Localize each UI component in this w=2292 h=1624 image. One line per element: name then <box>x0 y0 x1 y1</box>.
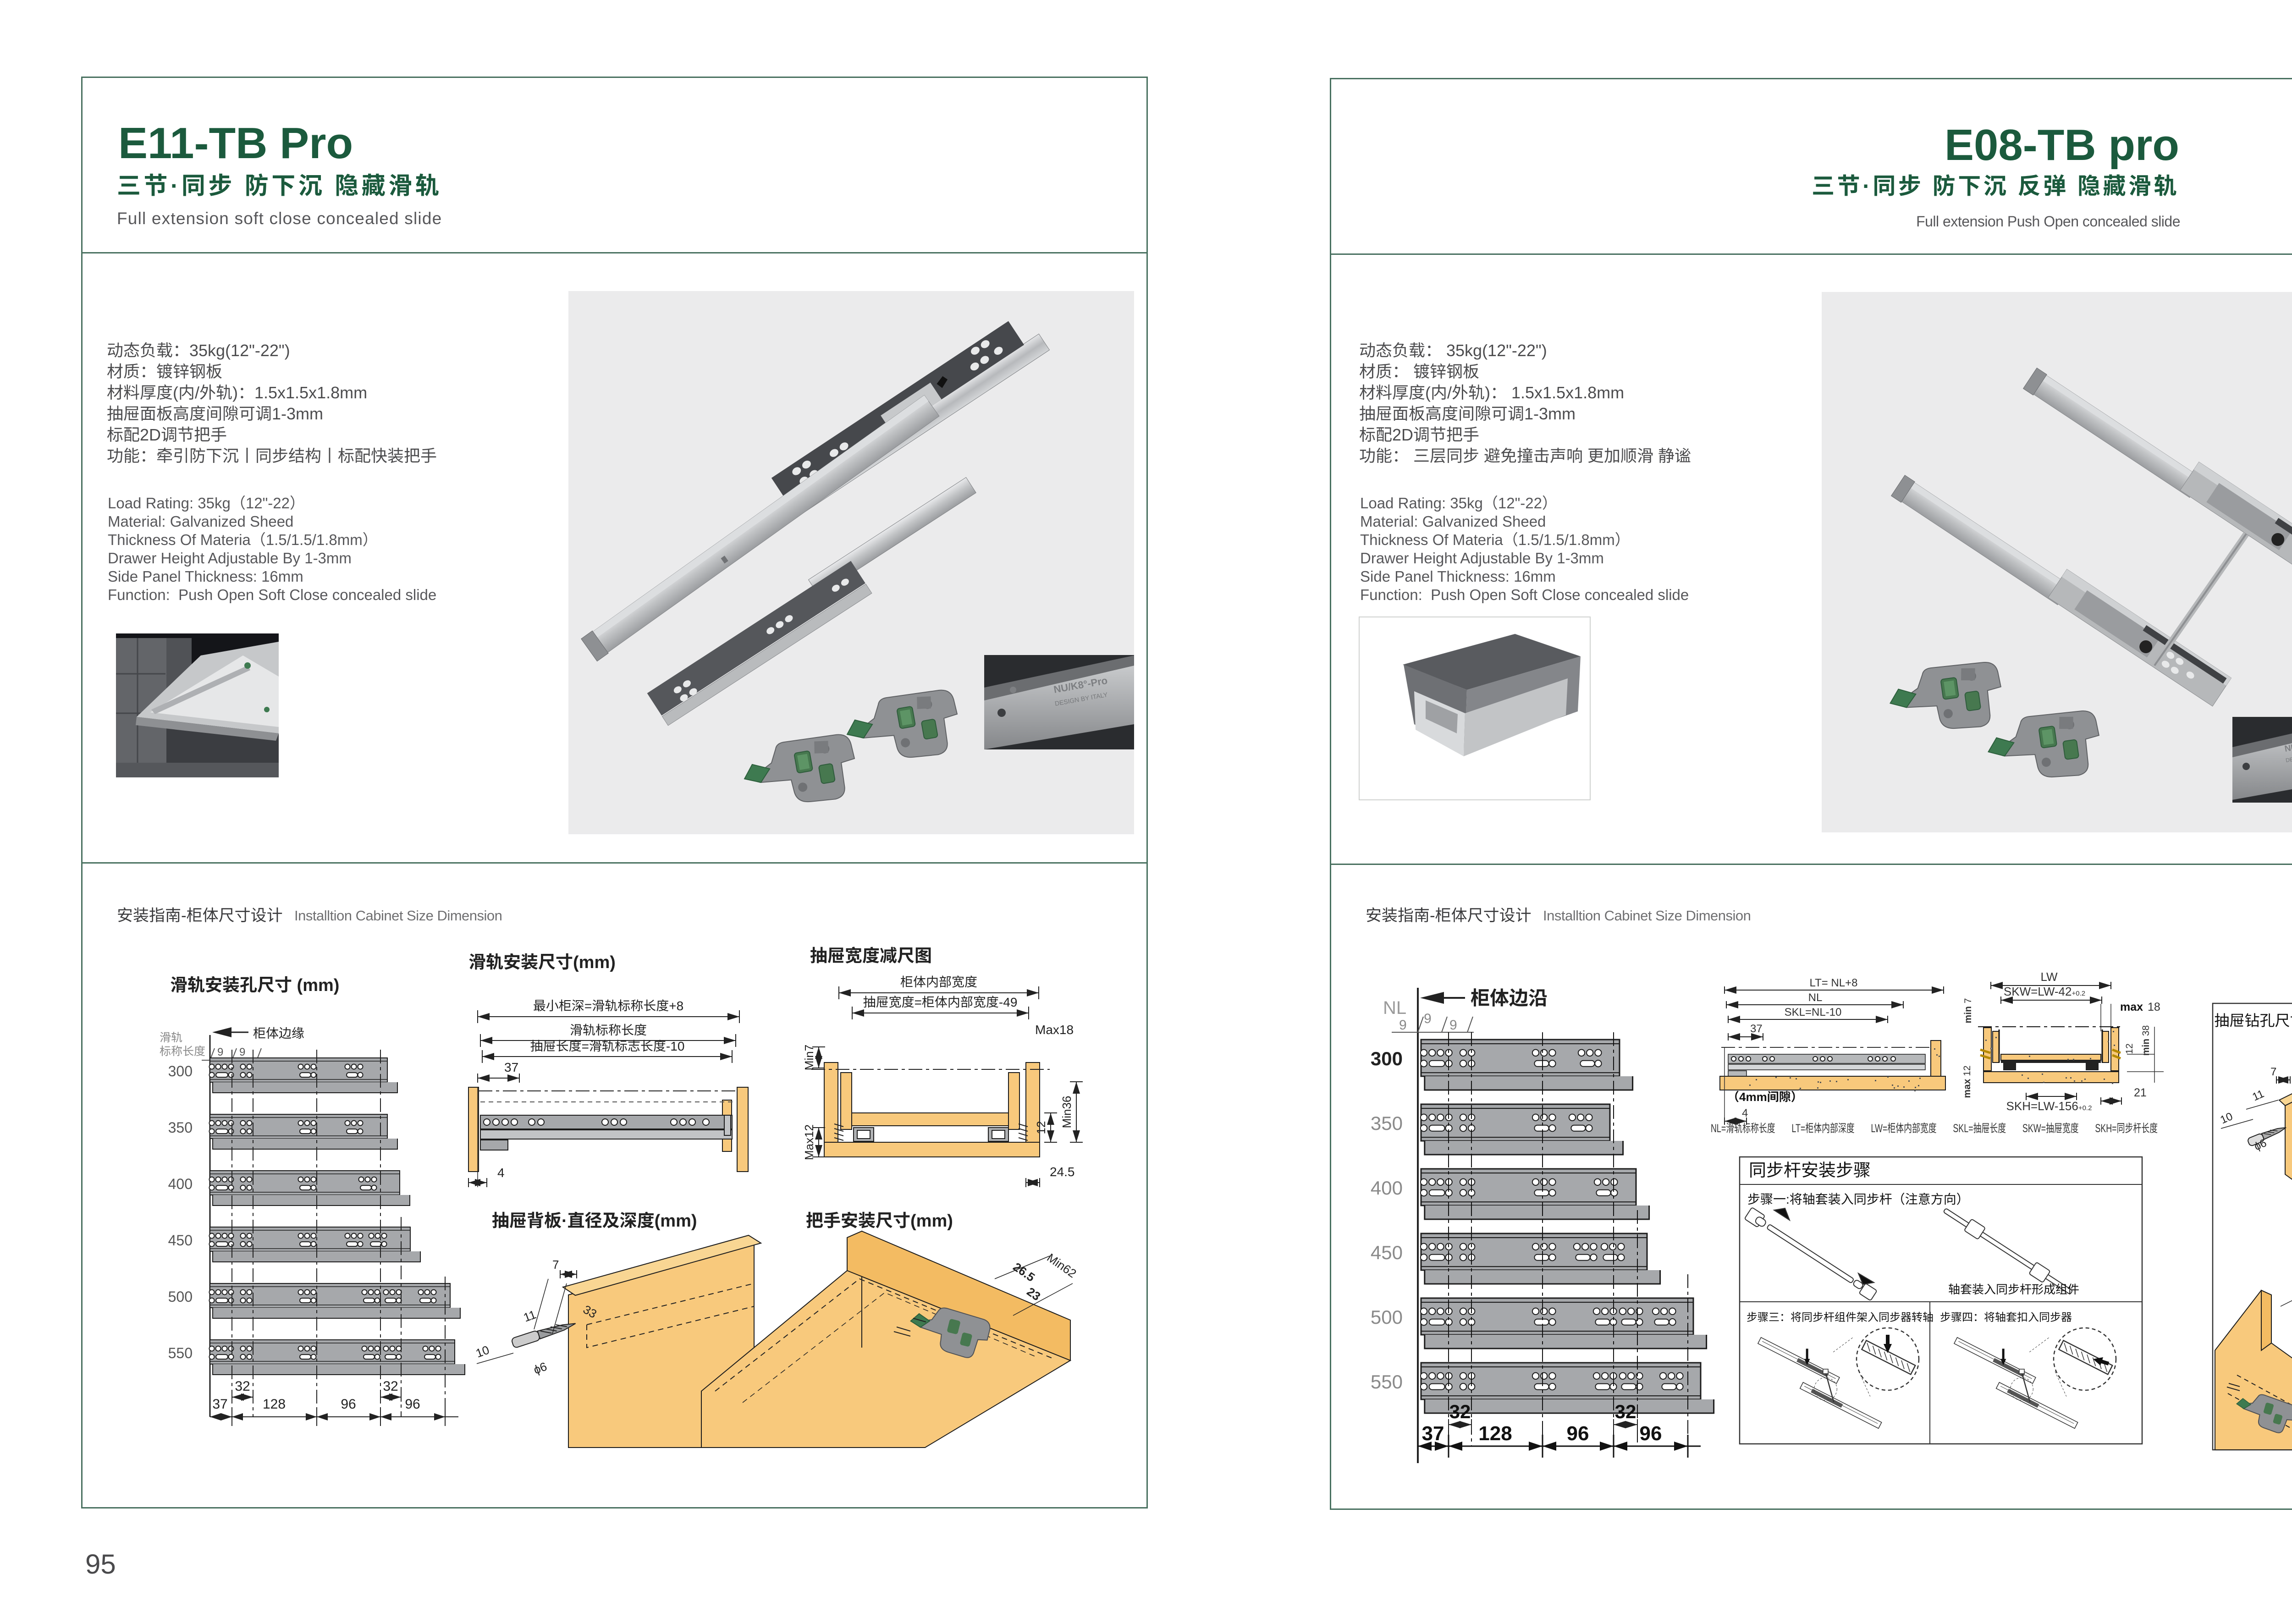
svg-text:抽屉宽度=柜体内部宽度-49: 抽屉宽度=柜体内部宽度-49 <box>863 995 1018 1009</box>
svg-text:32: 32 <box>383 1379 398 1394</box>
svg-text:NL: NL <box>1808 991 1823 1004</box>
svg-text:滑轨标称长度: 滑轨标称长度 <box>570 1023 647 1037</box>
svg-text:max: max <box>2120 1001 2143 1013</box>
svg-text:550: 550 <box>168 1345 193 1361</box>
svg-text:抽屉长度=滑轨标志长度-10: 抽屉长度=滑轨标志长度-10 <box>530 1039 685 1053</box>
svg-text:21: 21 <box>2134 1086 2147 1099</box>
svg-text:96: 96 <box>1567 1422 1589 1445</box>
svg-text:滑轨安装尺寸(mm): 滑轨安装尺寸(mm) <box>468 953 616 972</box>
svg-text:min 7: min 7 <box>1963 998 1973 1024</box>
svg-text:同步杆安装步骤: 同步杆安装步骤 <box>1749 1161 1871 1180</box>
svg-text:32: 32 <box>1615 1401 1636 1422</box>
svg-text:LT= NL+8: LT= NL+8 <box>1810 977 1858 989</box>
svg-text:SKL=NL-10: SKL=NL-10 <box>1785 1006 1842 1018</box>
svg-text:12: 12 <box>1034 1121 1048 1134</box>
svg-text:标称长度: 标称长度 <box>160 1045 205 1058</box>
svg-text:9: 9 <box>1399 1018 1407 1033</box>
svg-text:柜体内部宽度: 柜体内部宽度 <box>900 975 977 989</box>
svg-text:7: 7 <box>2270 1066 2276 1078</box>
svg-text:轴套装入同步杆形成组件: 轴套装入同步杆形成组件 <box>1948 1283 2079 1296</box>
svg-text:柜体边缘: 柜体边缘 <box>253 1026 304 1040</box>
svg-text:24.5: 24.5 <box>1050 1165 1075 1179</box>
svg-text:NL=滑轨标称长度 LT=柜体内部深度 LW=柜体内部宽: NL=滑轨标称长度 LT=柜体内部深度 LW=柜体内部宽度 SKL=抽屉长度 S… <box>1711 1122 2158 1135</box>
svg-text:SKH=LW-156+0.2: SKH=LW-156+0.2 <box>2006 1099 2092 1113</box>
svg-text:400: 400 <box>1371 1177 1403 1199</box>
svg-text:SKW=LW-42+0.2: SKW=LW-42+0.2 <box>2004 985 2085 998</box>
svg-text:96: 96 <box>341 1397 356 1412</box>
svg-text:350: 350 <box>1371 1112 1403 1134</box>
svg-text:11: 11 <box>522 1307 538 1324</box>
svg-text:37: 37 <box>1750 1023 1763 1035</box>
svg-text:10: 10 <box>474 1343 491 1360</box>
svg-text:37: 37 <box>212 1397 227 1412</box>
svg-text:128: 128 <box>1478 1422 1512 1445</box>
svg-text:9: 9 <box>1424 1011 1432 1026</box>
svg-text:柜体边沿: 柜体边沿 <box>1471 987 1548 1009</box>
svg-text:350: 350 <box>168 1119 193 1136</box>
svg-text:7: 7 <box>552 1258 559 1272</box>
svg-text:Min36: Min36 <box>1060 1096 1074 1129</box>
svg-text:550: 550 <box>1371 1371 1403 1393</box>
svg-text:抽屉钻孔尺寸（mm）: 抽屉钻孔尺寸（mm） <box>2215 1012 2292 1029</box>
svg-text:max 12: max 12 <box>1962 1065 1972 1098</box>
svg-text:LW: LW <box>2040 970 2058 984</box>
svg-text:96: 96 <box>1640 1422 1662 1445</box>
svg-text:滑轨安装孔尺寸 (mm): 滑轨安装孔尺寸 (mm) <box>170 976 339 995</box>
svg-text:400: 400 <box>168 1176 193 1192</box>
svg-text:450: 450 <box>1371 1242 1403 1263</box>
svg-text:37: 37 <box>504 1060 518 1074</box>
svg-text:18: 18 <box>2148 1001 2160 1013</box>
svg-text:32: 32 <box>1449 1401 1471 1422</box>
svg-text:Min62: Min62 <box>1045 1250 1079 1280</box>
svg-text:NL: NL <box>1383 998 1406 1018</box>
svg-text:步骤一:将轴套装入同步杆（注意方向）: 步骤一:将轴套装入同步杆（注意方向） <box>1747 1192 1969 1206</box>
svg-text:（4mm间隙）: （4mm间隙） <box>1727 1090 1803 1104</box>
svg-text:Min7: Min7 <box>802 1045 816 1070</box>
svg-text:12: 12 <box>2124 1043 2135 1054</box>
svg-text:9: 9 <box>1449 1018 1457 1033</box>
svg-text:把手安装尺寸(mm): 把手安装尺寸(mm) <box>806 1211 953 1231</box>
svg-text:9: 9 <box>239 1046 245 1058</box>
svg-text:300: 300 <box>168 1063 193 1079</box>
svg-text:滑轨: 滑轨 <box>160 1031 182 1044</box>
svg-text:450: 450 <box>168 1232 193 1249</box>
svg-text:ɸ6: ɸ6 <box>532 1360 549 1377</box>
svg-text:32: 32 <box>235 1379 250 1394</box>
svg-text:Max12: Max12 <box>802 1124 816 1160</box>
svg-text:min 38: min 38 <box>2141 1025 2151 1056</box>
svg-text:Max18: Max18 <box>1035 1023 1074 1037</box>
svg-text:500: 500 <box>168 1288 193 1305</box>
svg-text:抽屉背板·直径及深度(mm): 抽屉背板·直径及深度(mm) <box>492 1211 697 1231</box>
svg-text:96: 96 <box>405 1397 420 1412</box>
svg-text:300: 300 <box>1371 1048 1403 1069</box>
svg-text:抽屉宽度减尺图: 抽屉宽度减尺图 <box>810 947 932 966</box>
svg-text:4: 4 <box>497 1166 505 1180</box>
svg-text:步骤三：将同步杆组件架入同步器转轴: 步骤三：将同步杆组件架入同步器转轴 <box>1747 1311 1934 1324</box>
svg-text:26.5: 26.5 <box>1011 1260 1038 1284</box>
svg-text:步骤四：将轴套扣入同步器: 步骤四：将轴套扣入同步器 <box>1940 1311 2072 1324</box>
svg-text:4: 4 <box>1742 1107 1748 1119</box>
svg-text:最小柜深=滑轨标称长度+8: 最小柜深=滑轨标称长度+8 <box>533 999 683 1013</box>
svg-text:128: 128 <box>263 1397 286 1412</box>
svg-text:37: 37 <box>1422 1422 1444 1445</box>
svg-text:500: 500 <box>1371 1306 1403 1328</box>
svg-text:9: 9 <box>217 1046 223 1058</box>
